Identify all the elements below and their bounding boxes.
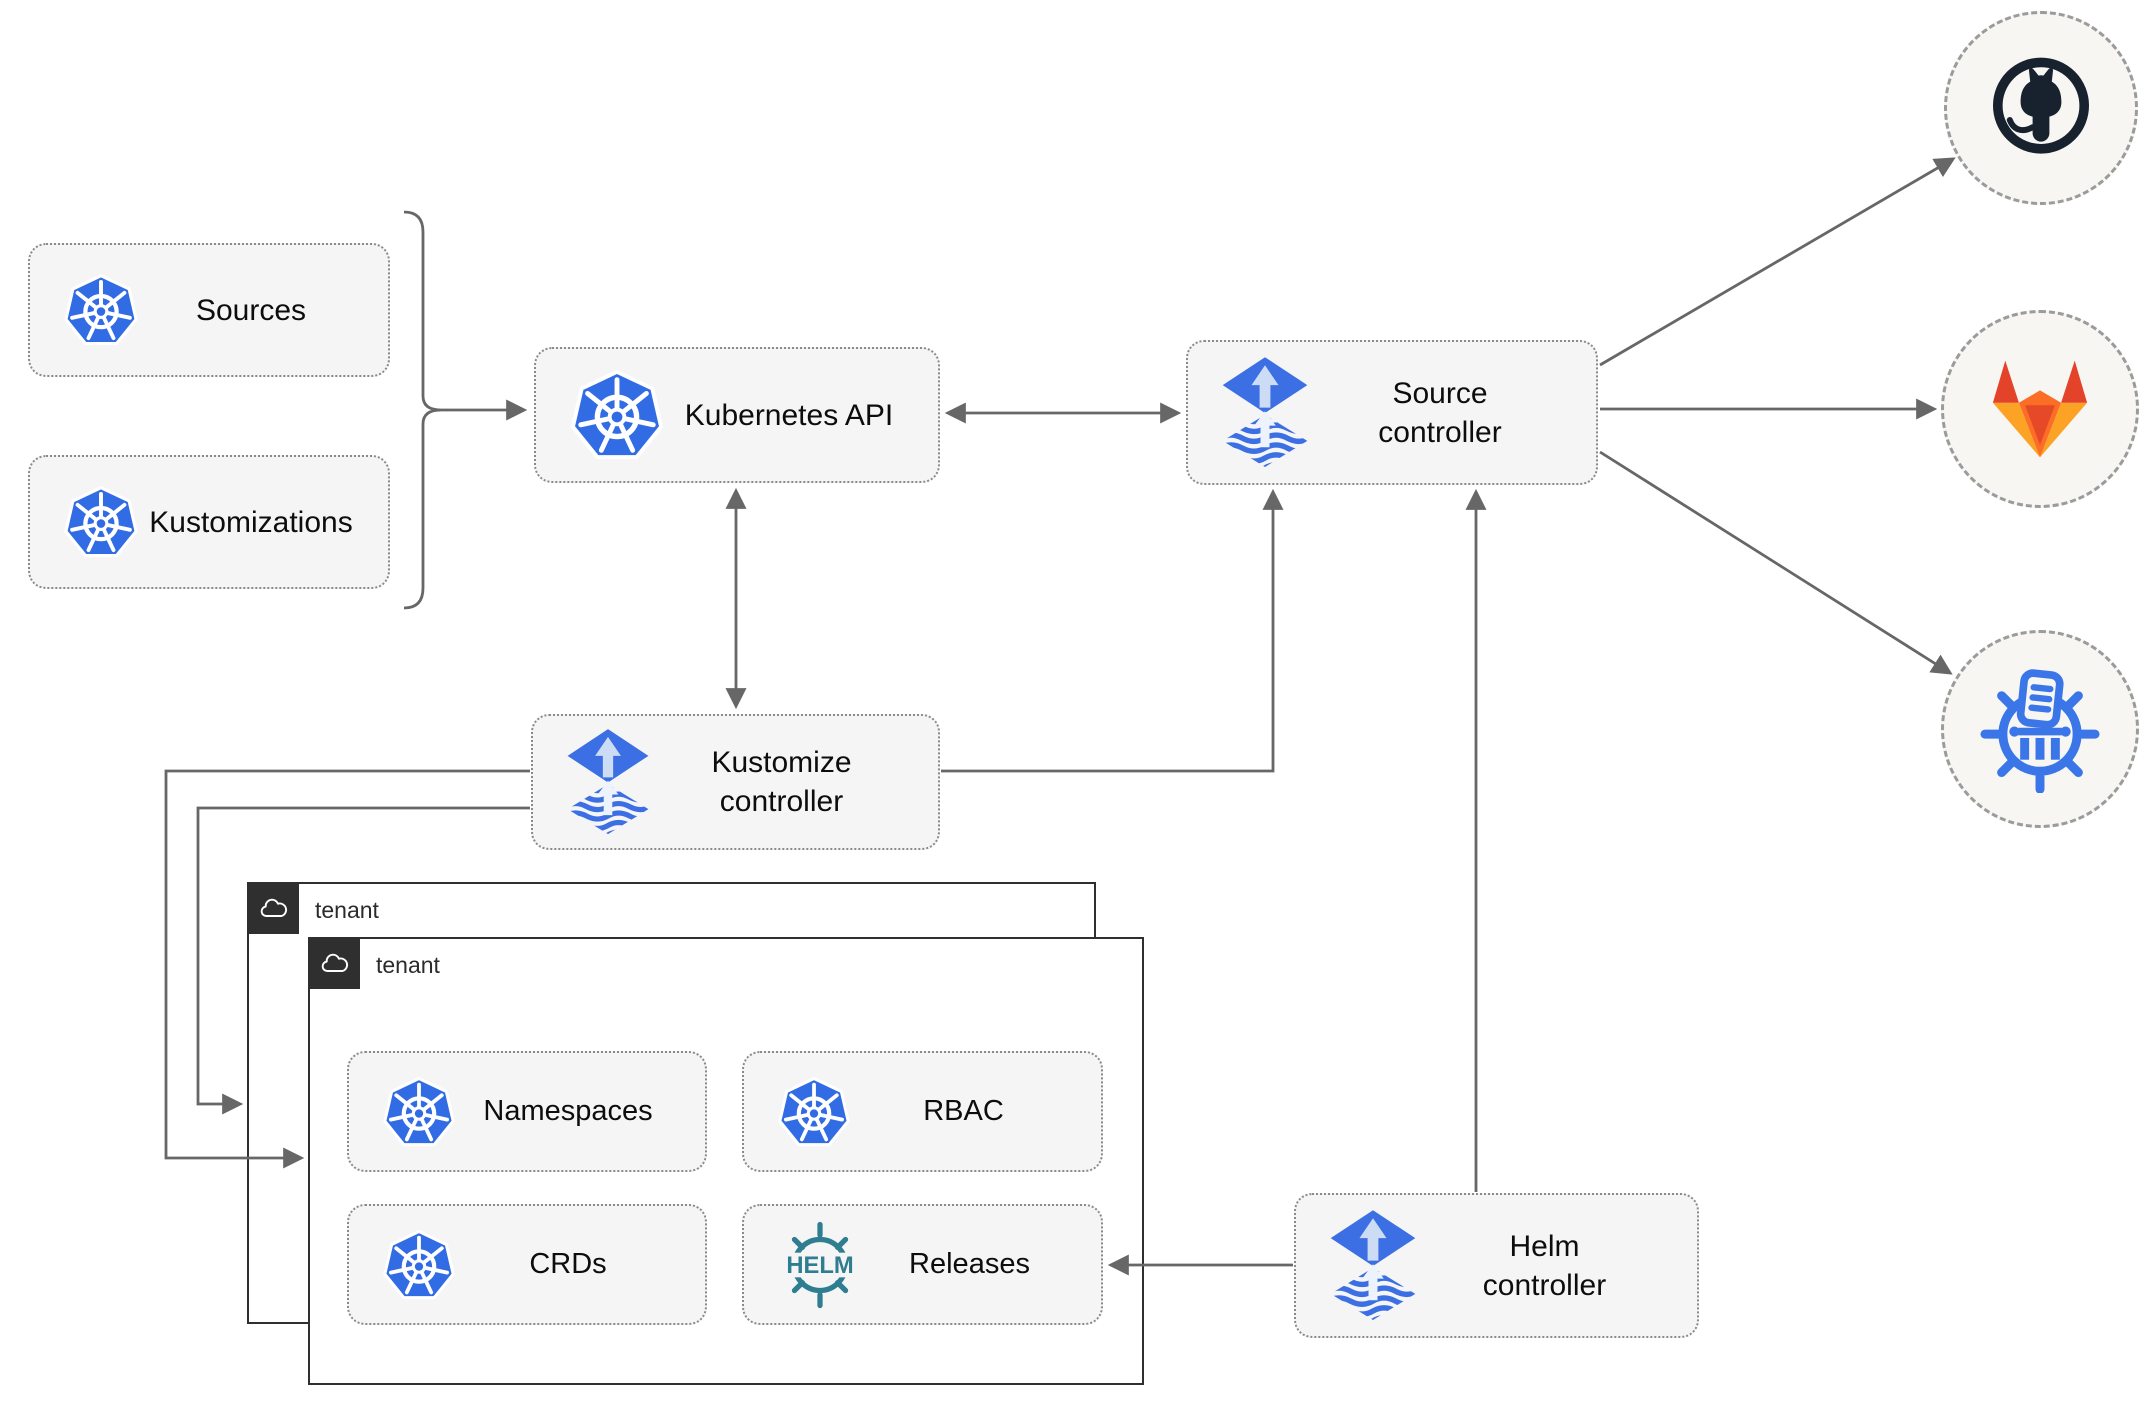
- node-rbac-label: RBAC: [923, 1094, 1004, 1127]
- node-releases-label: Releases: [909, 1247, 1030, 1280]
- node-kustomize-controller: Kustomize controller: [531, 714, 940, 850]
- node-releases: HELM Releases: [742, 1204, 1103, 1325]
- helm-icon: HELM: [776, 1221, 864, 1309]
- kubernetes-icon: [568, 366, 666, 464]
- node-namespaces: Namespaces: [347, 1051, 707, 1172]
- node-kubernetes-api-label: Kubernetes API: [684, 398, 894, 432]
- kubernetes-icon: [62, 483, 140, 561]
- brace: [403, 210, 442, 610]
- node-kustomizations: Kustomizations: [28, 455, 390, 589]
- node-source-controller: Source controller: [1186, 340, 1598, 485]
- cloud-icon: [317, 950, 351, 975]
- flux-icon: [1328, 1210, 1418, 1322]
- node-kubernetes-api: Kubernetes API: [534, 347, 940, 483]
- kubernetes-icon: [62, 271, 140, 349]
- node-rbac: RBAC: [742, 1051, 1103, 1172]
- endpoint-github: [1944, 11, 2138, 205]
- chartmuseum-icon: [1980, 669, 2100, 793]
- flux-icon: [565, 729, 651, 836]
- node-kustomize-controller-label: Kustomize controller: [711, 746, 852, 818]
- kubernetes-icon: [381, 1227, 457, 1303]
- tenant-tag: [246, 881, 299, 934]
- cloud-icon: [256, 895, 290, 920]
- edge-sourcectrl-chartmuseum: [1599, 450, 1953, 675]
- node-crds-label: CRDs: [529, 1247, 607, 1280]
- endpoint-gitlab: [1941, 310, 2139, 508]
- edge-sourcectrl-github: [1599, 157, 1956, 367]
- flux-icon: [1220, 357, 1310, 469]
- node-namespaces-label: Namespaces: [483, 1094, 653, 1127]
- node-helm-controller: Helm controller: [1294, 1193, 1699, 1338]
- edge-kustomizectrl-sourcectrl: [941, 488, 1284, 773]
- node-helm-controller-label: Helm controller: [1482, 1229, 1607, 1302]
- node-crds: CRDs: [347, 1204, 707, 1325]
- helm-logo-text: HELM: [786, 1251, 853, 1278]
- tenant-tag: [307, 936, 360, 989]
- endpoint-chartmuseum: [1941, 630, 2139, 828]
- node-source-controller-label: Source controller: [1378, 376, 1502, 449]
- tenant-label: tenant: [315, 897, 379, 923]
- github-octocat-icon: [1993, 57, 2089, 154]
- node-sources-label: Sources: [195, 293, 307, 327]
- node-sources: Sources: [28, 243, 390, 377]
- kubernetes-icon: [776, 1074, 852, 1150]
- kubernetes-icon: [381, 1074, 457, 1150]
- tenant-label: tenant: [376, 952, 440, 978]
- gitlab-tanuki-icon: [1992, 360, 2088, 458]
- node-kustomizations-label: Kustomizations: [149, 505, 353, 539]
